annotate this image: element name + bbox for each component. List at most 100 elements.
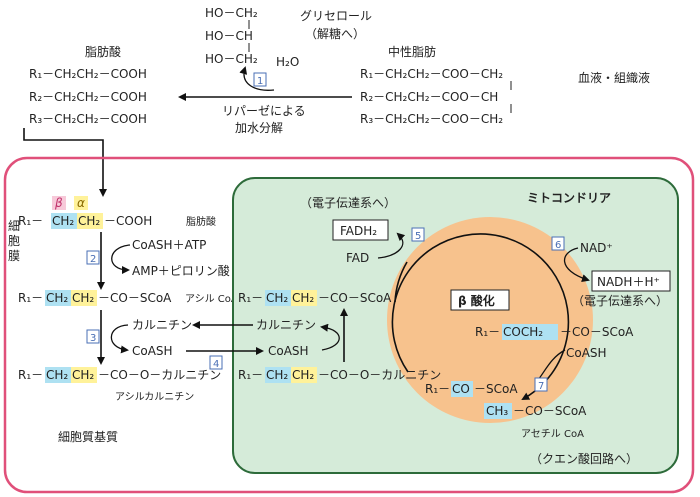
short-co: CO bbox=[452, 382, 470, 396]
membrane-label-2: 胞 bbox=[8, 234, 20, 248]
short-r1: R₁－ bbox=[425, 382, 450, 396]
acyl-r1: R₁－ bbox=[18, 291, 43, 305]
step-6-box bbox=[551, 236, 565, 251]
step-5-number: 5 bbox=[415, 231, 421, 242]
glycerol-group: HO－CH₂ HO－CH HO－CH₂ グリセロール （解糖へ） H₂O 1 bbox=[205, 6, 372, 91]
fa-ch2a: CH₂ bbox=[52, 214, 74, 228]
keto-coch2-highlight bbox=[502, 324, 558, 340]
beta-oxidation-area bbox=[387, 217, 593, 423]
membrane-label-1: 細 bbox=[8, 219, 20, 233]
fa-ch2b-highlight bbox=[77, 213, 103, 229]
fadh2-box bbox=[332, 219, 389, 241]
nadh-box bbox=[591, 270, 671, 292]
step-7-box bbox=[534, 377, 548, 392]
membrane-label-3: 膜 bbox=[8, 249, 20, 263]
fa-ch2b: CH₂ bbox=[78, 214, 100, 228]
step-4-number: 4 bbox=[213, 359, 219, 370]
mito-coash: CoASH bbox=[268, 344, 309, 358]
keto-r1: R₁－ bbox=[475, 325, 500, 339]
alpha-highlight bbox=[74, 196, 88, 210]
fadh2-label: FADH₂ bbox=[340, 224, 377, 238]
fatty-acid-title: 脂肪酸 bbox=[85, 44, 121, 59]
acylcarn-label: アシルカルニチン bbox=[115, 391, 194, 403]
cyto-carnitine: カルニチン bbox=[132, 318, 192, 332]
cytoplasm-acylcarnitine: R₁－ CH₂ CH₂ －CO－O－カルニチン アシルカルニチン bbox=[18, 367, 221, 403]
coash-atp-curve bbox=[111, 244, 131, 274]
fatty-acid-r3: R₃－CH₂CH₂－COOH bbox=[29, 112, 147, 126]
nad-label: NAD⁺ bbox=[580, 241, 613, 255]
ketoacyl-coa: R₁－ COCH₂ －CO－SCoA bbox=[475, 324, 634, 340]
step-1-box bbox=[253, 72, 267, 87]
cell-membrane bbox=[3, 156, 695, 494]
glycerol-line-3: HO－CH₂ bbox=[205, 52, 258, 66]
triglyceride-line-2: R₂－CH₂CH₂－COO－CH bbox=[360, 90, 498, 104]
fa-label: 脂肪酸 bbox=[186, 215, 216, 228]
step-3-box bbox=[86, 329, 100, 344]
fad-curve bbox=[377, 232, 406, 259]
cytoplasm-label: 細胞質基質 bbox=[58, 429, 118, 444]
beta-label: β bbox=[54, 196, 63, 210]
acylcarn-ch2a-highlight bbox=[45, 367, 71, 383]
acetyl-label: アセチル CoA bbox=[521, 428, 584, 440]
water-label: H₂O bbox=[276, 55, 299, 69]
acylcarn-ch2a: CH₂ bbox=[46, 368, 68, 382]
fa-r1: R₁－ bbox=[18, 214, 43, 228]
acylcarn-ch2b: CH₂ bbox=[72, 368, 94, 382]
carnitine-in-curve bbox=[110, 324, 129, 354]
beta-highlight bbox=[52, 196, 66, 210]
in-acyl-r1: R₁－ bbox=[238, 291, 263, 305]
alpha-label: α bbox=[77, 196, 85, 210]
fatty-acid-entry-arrow bbox=[23, 128, 107, 197]
nad-curve bbox=[563, 247, 590, 282]
fa-ch2a-highlight bbox=[51, 213, 77, 229]
in-acylcarn-ch2a-highlight bbox=[265, 367, 291, 383]
fa-tail: －COOH bbox=[104, 214, 152, 228]
step-1-number: 1 bbox=[257, 76, 263, 87]
in-acyl-ch2b-highlight bbox=[291, 290, 317, 306]
fatty-acid-r2: R₂－CH₂CH₂－COOH bbox=[29, 90, 147, 104]
acyl-tail: －CO－SCoA bbox=[98, 291, 172, 305]
acylcarn-tail: －CO－O－カルニチン bbox=[98, 368, 221, 382]
step-5-box bbox=[411, 227, 425, 242]
fad-label: FAD bbox=[346, 251, 369, 265]
lipase-label-2: 加水分解 bbox=[235, 121, 283, 135]
mito-title: ミトコンドリア bbox=[527, 191, 611, 205]
acylcarn-r1: R₁－ bbox=[18, 368, 43, 382]
in-acylcarn-ch2b: CH₂ bbox=[292, 368, 314, 382]
amp-ppi: AMP＋ピロリン酸 bbox=[132, 263, 230, 278]
acyl-ch2b-highlight bbox=[71, 290, 97, 306]
triglyceride: 中性脂肪 R₁－CH₂CH₂－COO－CH₂ R₂－CH₂CH₂－COO－CH … bbox=[360, 44, 512, 126]
acyl-ch2a-highlight bbox=[45, 290, 71, 306]
step-3-number: 3 bbox=[90, 333, 96, 344]
step-7-number: 7 bbox=[538, 381, 544, 392]
fatty-acid-r1: R₁－CH₂CH₂－COOH bbox=[29, 67, 147, 81]
acyl-label: アシル CoA bbox=[185, 294, 238, 305]
in-acyl-ch2a-highlight bbox=[265, 290, 291, 306]
beta-ox-box bbox=[450, 289, 510, 311]
acetyl-ch3: CH₃ bbox=[486, 404, 508, 418]
step-6-number: 6 bbox=[555, 240, 561, 251]
acetyl-coa: CH₃ －CO－SCoA アセチル CoA bbox=[484, 403, 587, 440]
mito-carnitine: カルニチン bbox=[256, 318, 316, 332]
in-acyl-ch2b: CH₂ bbox=[292, 291, 314, 305]
beta-cycle-arc bbox=[391, 233, 570, 400]
glycerol-sub-label: （解糖へ） bbox=[305, 26, 365, 41]
lipase-label-1: リパーゼによる bbox=[222, 104, 306, 118]
glycerol-release-arrow bbox=[239, 66, 275, 91]
triglyceride-title: 中性脂肪 bbox=[388, 44, 436, 59]
short-tail: －SCoA bbox=[474, 382, 518, 396]
glycerol-line-2: HO－CH bbox=[205, 29, 253, 43]
mito-acylcarnitine: R₁－ CH₂ CH₂ －CO－O－カルニチン bbox=[238, 367, 441, 383]
etc-note-1: （電子伝達系へ） bbox=[300, 196, 396, 210]
in-acyl-ch2a: CH₂ bbox=[266, 291, 288, 305]
triglyceride-line-3: R₃－CH₂CH₂－COO－CH₂ bbox=[360, 112, 503, 126]
keto-coch2: COCH₂ bbox=[503, 325, 543, 339]
glycerol-line-1: HO－CH₂ bbox=[205, 6, 258, 20]
in-acylcarn-tail: －CO－O－カルニチン bbox=[318, 368, 441, 382]
cyto-coash: CoASH bbox=[132, 344, 173, 358]
step-2-box bbox=[86, 250, 100, 265]
short-co-highlight bbox=[451, 381, 473, 397]
beta-cycle-arc-2 bbox=[394, 261, 408, 303]
in-acylcarn-r1: R₁－ bbox=[238, 368, 263, 382]
